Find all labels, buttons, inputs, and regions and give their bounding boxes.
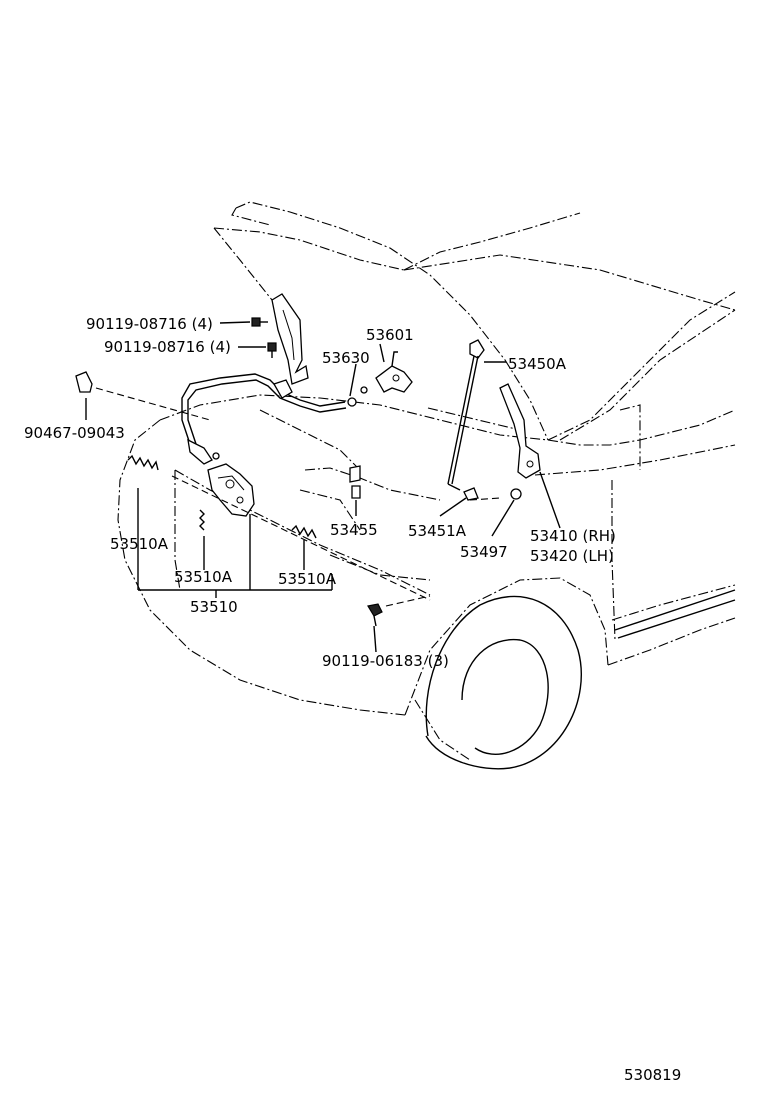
label-53510a-right: 53510A <box>278 570 337 588</box>
label-90467-09043: 90467-09043 <box>24 424 125 442</box>
label-90119-08716-a: 90119-08716 (4) <box>86 315 213 333</box>
bolt-icon <box>367 603 383 627</box>
grommet <box>463 487 479 501</box>
label-53420: 53420 (LH) <box>530 547 614 565</box>
front-wheel <box>425 595 582 770</box>
label-90119-06183: 90119-06183 (3) <box>322 652 449 670</box>
label-53601: 53601 <box>366 326 414 344</box>
label-53510: 53510 <box>190 598 238 616</box>
label-53450a: 53450A <box>508 355 567 373</box>
diagram-code: 530819 <box>624 1066 681 1084</box>
label-53497: 53497 <box>460 543 508 561</box>
label-53410: 53410 (RH) <box>530 527 616 545</box>
hood-hinge-bracket <box>271 293 309 385</box>
spring-icon <box>127 454 317 539</box>
retainer-clip <box>510 488 522 500</box>
clip-icon <box>75 371 93 393</box>
hood-cushion <box>349 465 361 499</box>
label-53510a-left: 53510A <box>110 535 169 553</box>
leader-lines <box>85 321 561 653</box>
hood-support-rod <box>447 339 485 491</box>
hood-lock-assembly <box>207 463 255 517</box>
car-body-outline <box>117 201 736 761</box>
release-cable <box>181 373 368 465</box>
label-53510a-mid: 53510A <box>174 568 233 586</box>
label-53455: 53455 <box>330 521 378 539</box>
label-53451a: 53451A <box>408 522 467 540</box>
hood-hinge <box>499 383 541 479</box>
label-90119-08716-b: 90119-08716 (4) <box>104 338 231 356</box>
bolt-icon <box>251 317 277 358</box>
release-lever <box>375 351 413 393</box>
label-53630: 53630 <box>322 349 370 367</box>
